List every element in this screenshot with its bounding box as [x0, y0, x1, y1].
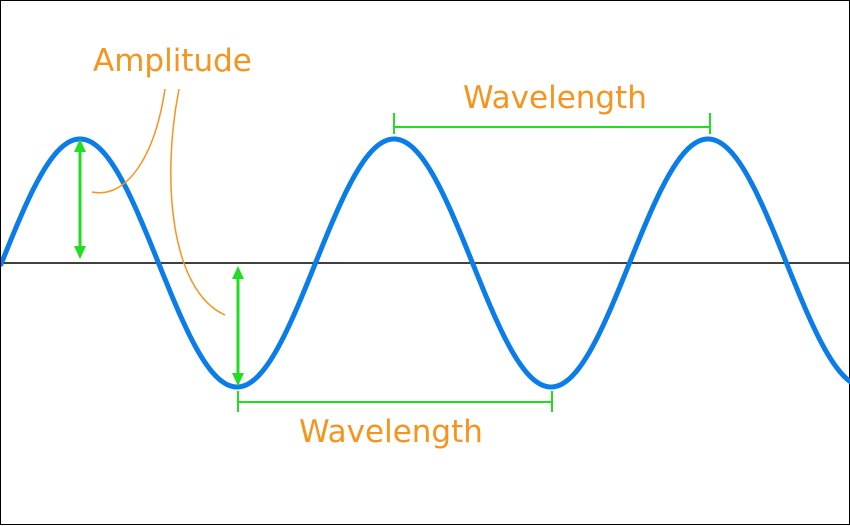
wavelength-label-top: Wavelength: [463, 80, 647, 116]
wavelength-bracket-bottom: [237, 391, 553, 412]
amplitude-arrow-crest: [74, 139, 86, 259]
amplitude-label: Amplitude: [93, 43, 252, 79]
wavelength-label-bottom: Wavelength: [299, 414, 483, 450]
amplitude-leader-line-crest: [91, 88, 166, 194]
sine-wave: [1, 136, 850, 390]
amplitude-leader-line-trough: [170, 88, 226, 316]
wavelength-bracket-top: [393, 113, 711, 134]
amplitude-arrow-trough: [232, 266, 244, 386]
